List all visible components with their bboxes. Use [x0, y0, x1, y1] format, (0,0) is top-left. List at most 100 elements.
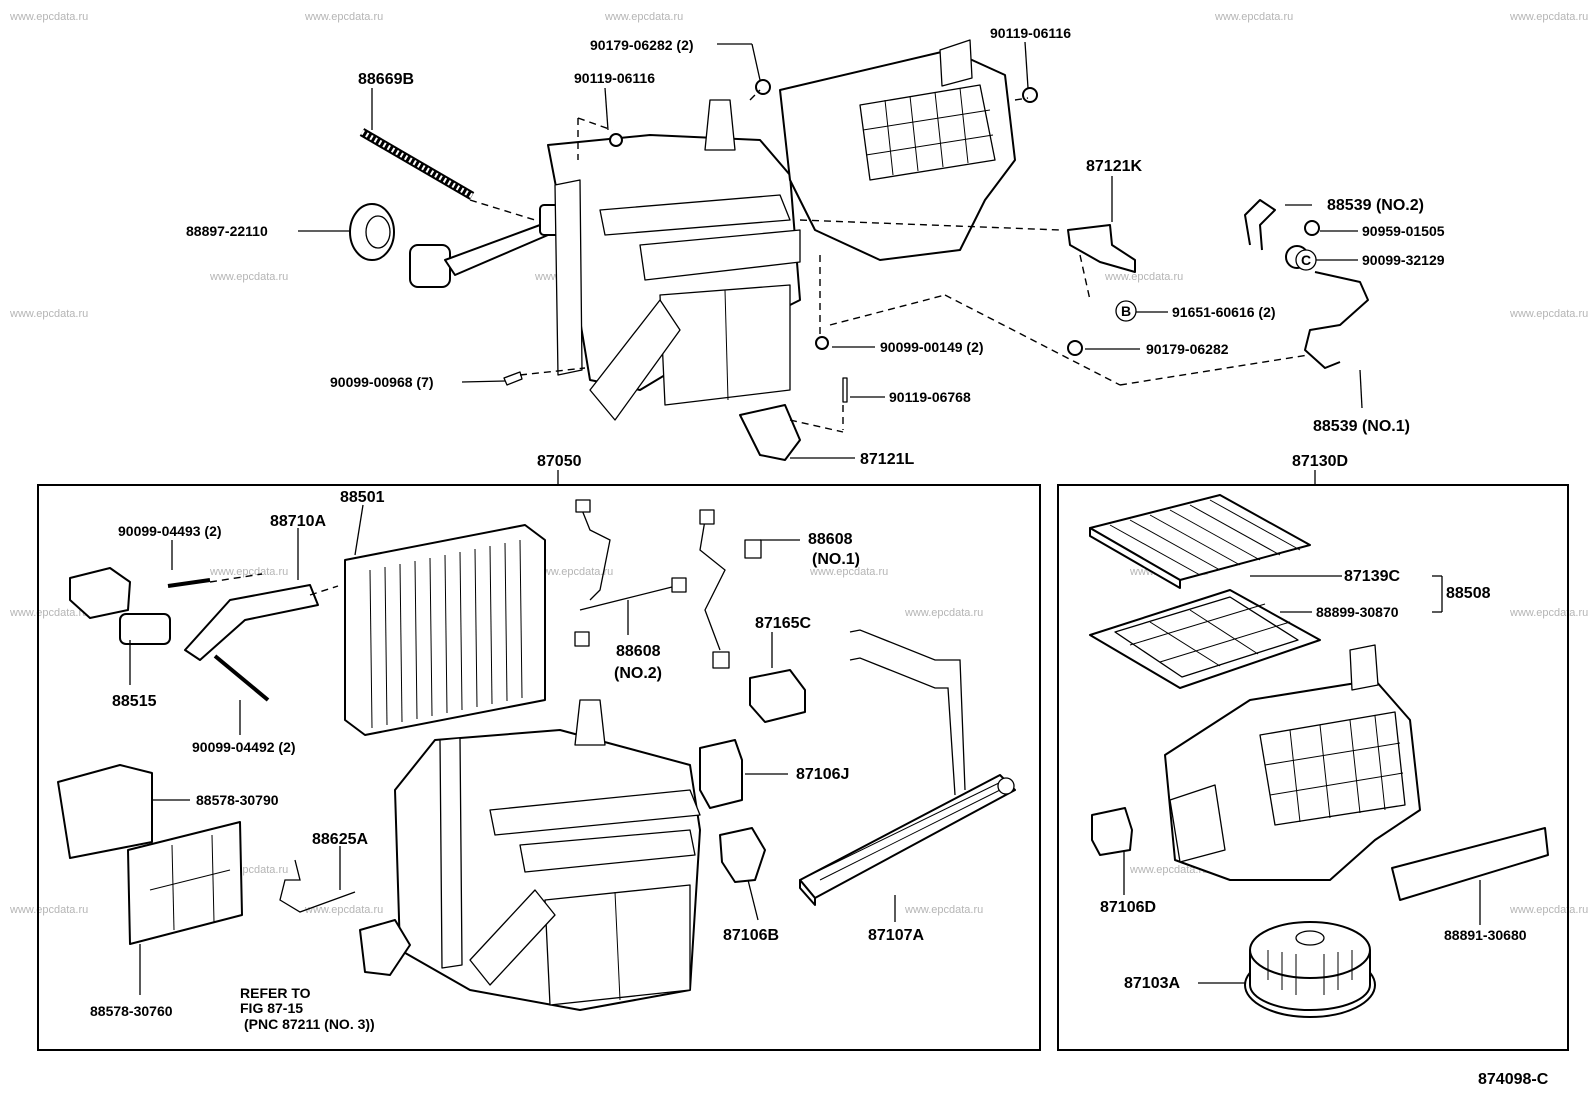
hvac-case-lower [394, 699, 701, 1011]
watermark: www.epcdata.ru [9, 11, 88, 23]
watermark: www.epcdata.ru [1214, 11, 1293, 23]
frame-87130d: 87130D [1057, 453, 1569, 1051]
callout-87107a: 87107A [868, 927, 924, 944]
watermark: www.epcdata.ru [209, 566, 288, 578]
callout-90099-04493: 90099-04493 (2) [118, 523, 222, 539]
spring-part [359, 128, 475, 200]
leader-lines-right [1123, 575, 1481, 984]
assembly-frame-87130d [1057, 484, 1569, 1051]
assembly-label-87130d: 87130D [1292, 453, 1348, 470]
refer-text-2: FIG 87-15 [240, 1000, 303, 1016]
watermark: www.epcdata.ru [304, 11, 383, 23]
watermark: www.epcdata.ru [1509, 904, 1588, 916]
callout-88608-no1: 88608 [808, 531, 853, 548]
callout-88608-no2-sub: (NO.2) [614, 665, 662, 682]
callout-90099-00968: 90099-00968 (7) [330, 374, 434, 390]
heater-core-87107a [799, 629, 1016, 906]
callout-90099-32129: 90099-32129 [1362, 252, 1445, 268]
marker-b-text: B [1121, 303, 1131, 319]
watermark: www.epcdata.ru [1509, 11, 1588, 23]
actuator-87106d [1091, 807, 1133, 856]
watermark: www.epcdata.ru [604, 11, 683, 23]
sensor-88625a [279, 859, 356, 913]
leader-lines-top [298, 41, 1363, 459]
bracket-87121l [739, 404, 801, 461]
refer-text-3: (PNC 87211 (NO. 3)) [244, 1016, 375, 1032]
callout-90959-01505: 90959-01505 [1362, 223, 1445, 239]
watermark: www.epcdata.ru [1509, 308, 1588, 320]
filter-frame-88899 [1089, 589, 1321, 689]
callout-88897-22110: 88897-22110 [186, 223, 268, 239]
leader-lines-left [129, 504, 896, 995]
hose-88539-no1 [1304, 271, 1369, 369]
callout-90119-06116: 90119-06116 [990, 25, 1071, 41]
callout-88669b: 88669B [358, 71, 414, 88]
callout-88608-no2: 88608 [616, 643, 661, 660]
callout-90179-06282-2: 90179-06282 (2) [590, 37, 694, 53]
assembly-guides-top [469, 89, 1309, 433]
callout-91651-60616: 91651-60616 (2) [1172, 304, 1276, 320]
watermark: www.epcdata.ru [534, 566, 613, 578]
watermark: www.epcdata.ru [1104, 271, 1183, 283]
watermark-layer: www.epcdata.ru www.epcdata.ru www.epcdat… [9, 11, 1588, 916]
watermark: www.epcdata.ru [9, 904, 88, 916]
diagram-code: 874098-C [1478, 1071, 1549, 1088]
watermark: www.epcdata.ru [1509, 607, 1588, 619]
frame-87050: 87050 [37, 453, 1041, 1051]
filter-87139c [1089, 494, 1311, 589]
pad-88578-30760 [127, 821, 243, 945]
callout-90099-00149: 90099-00149 (2) [880, 339, 984, 355]
actuator-87106j [699, 739, 743, 809]
top-exploded-view: B C [298, 39, 1369, 461]
hvac-case-top [547, 99, 801, 421]
callout-88710a: 88710A [270, 513, 326, 530]
callout-90179-06282: 90179-06282 [1146, 341, 1229, 357]
callout-88625a: 88625A [312, 831, 368, 848]
blower-motor-87103a [1244, 921, 1376, 1018]
callout-88608-no1-sub: (NO.1) [812, 551, 860, 568]
callout-88578-30790: 88578-30790 [196, 792, 279, 808]
callout-88899-30870: 88899-30870 [1316, 604, 1399, 620]
watermark: www.epcdata.ru [904, 607, 983, 619]
callout-87165c: 87165C [755, 615, 811, 632]
callout-88501: 88501 [340, 489, 385, 506]
callout-87106d: 87106D [1100, 899, 1156, 916]
labels-right: 87139C 88508 88899-30870 87106D 88891-30… [1100, 568, 1527, 992]
callout-87121k: 87121K [1086, 158, 1142, 175]
actuator-87106b [719, 827, 766, 883]
watermark: www.epcdata.ru [9, 308, 88, 320]
callout-87139c: 87139C [1344, 568, 1400, 585]
grommet-part [349, 203, 395, 261]
callout-88508: 88508 [1446, 585, 1491, 602]
blower-housing-top [779, 39, 1016, 261]
marker-c-text: C [1301, 252, 1311, 268]
callout-90119-06116: 90119-06116 [574, 70, 655, 86]
callout-88578-30760: 88578-30760 [90, 1003, 173, 1019]
watermark: www.epcdata.ru [904, 904, 983, 916]
callout-90119-06768: 90119-06768 [889, 389, 971, 405]
callout-90099-04492: 90099-04492 (2) [192, 739, 296, 755]
connector-87165c [749, 669, 806, 723]
wire-harness-88608 [574, 499, 762, 669]
marker-b: B [1115, 300, 1137, 322]
top-labels: 88669B 90179-06282 (2) 90119-06116 90119… [186, 25, 1445, 468]
callout-87121l: 87121L [860, 451, 914, 468]
refer-text-1: REFER TO [240, 985, 311, 1001]
assembly-frame-87050 [37, 484, 1041, 1051]
valve-parts-left [69, 567, 339, 702]
callout-87106j: 87106J [796, 766, 849, 783]
evaporator-88501 [344, 524, 546, 736]
hose-88539-no2 [1244, 199, 1276, 251]
callout-87103a: 87103A [1124, 975, 1180, 992]
pad-88578-30790 [57, 764, 153, 859]
assembly-label-87050: 87050 [537, 453, 582, 470]
watermark: www.epcdata.ru [209, 271, 288, 283]
watermark: www.epcdata.ru [1129, 864, 1208, 876]
watermark: www.epcdata.ru [809, 566, 888, 578]
blower-case [1164, 644, 1421, 881]
watermark: www.epcdata.ru [9, 607, 88, 619]
callout-88539-no2: 88539 (NO.2) [1327, 197, 1424, 214]
watermark: www.epcdata.ru [304, 904, 383, 916]
